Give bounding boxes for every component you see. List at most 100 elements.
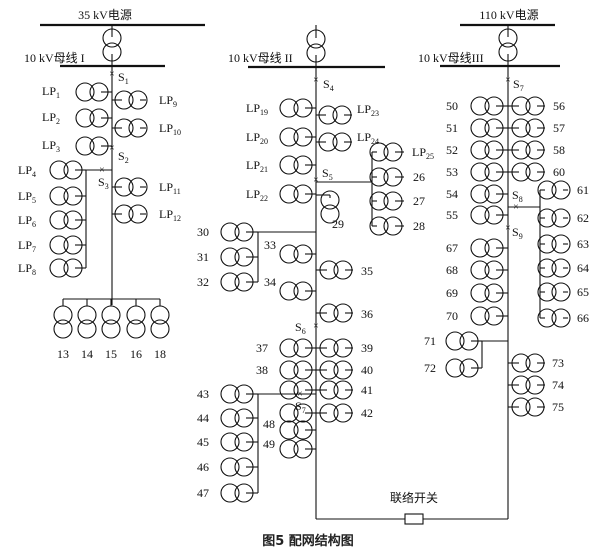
- switch-label: S1: [118, 70, 129, 86]
- switch-mark: ×: [505, 223, 511, 234]
- load-label: 70: [446, 309, 458, 323]
- switch-mark: ×: [505, 75, 511, 86]
- source-label: 110 kV电源: [479, 8, 538, 22]
- load-label: 39: [361, 341, 373, 355]
- load-label: 45: [197, 435, 209, 449]
- load-label: 30: [197, 225, 209, 239]
- load-label: 27: [413, 194, 425, 208]
- load-label: 72: [424, 361, 436, 375]
- load-label: 16: [130, 347, 142, 361]
- lp-label: LP1: [42, 84, 60, 100]
- load-label: 37: [256, 341, 268, 355]
- lp-label: LP6: [18, 213, 36, 229]
- symbols: [49, 28, 571, 525]
- transformer-symbol: [126, 305, 146, 339]
- load-label: 73: [552, 356, 564, 370]
- load-label: 56: [553, 99, 565, 113]
- load-label: 57: [553, 121, 565, 135]
- bus-label: 10 kV母线III: [418, 51, 484, 65]
- load-label: 60: [553, 165, 565, 179]
- load-label: 62: [577, 211, 589, 225]
- switch-label: S8: [512, 188, 523, 204]
- switch-label: S5: [322, 166, 333, 182]
- lp-label: LP10: [159, 121, 181, 137]
- lp-label: LP23: [357, 102, 379, 118]
- switch-mark: ×: [109, 143, 115, 154]
- switch-mark: ×: [313, 321, 319, 332]
- load-label: 51: [446, 121, 458, 135]
- switch-label: S9: [512, 225, 523, 241]
- lp-label: LP24: [357, 130, 379, 146]
- load-label: 63: [577, 237, 589, 251]
- source-label: 35 kV电源: [78, 8, 132, 22]
- bus-label: 10 kV母线 I: [24, 51, 85, 65]
- load-label: 71: [424, 334, 436, 348]
- lp-label: LP22: [246, 187, 268, 203]
- load-label: 48: [263, 417, 275, 431]
- load-label: 75: [552, 400, 564, 414]
- lp-label: LP20: [246, 130, 268, 146]
- switch-mark: ×: [313, 175, 319, 186]
- transformer-symbol: [101, 305, 121, 339]
- switch-mark: ×: [109, 69, 115, 80]
- load-label: 67: [446, 241, 458, 255]
- switch-mark: ×: [297, 389, 303, 400]
- switch-label: S2: [118, 149, 129, 165]
- bus-label: 10 kV母线 II: [228, 51, 293, 65]
- load-label: 32: [197, 275, 209, 289]
- load-label: 64: [577, 261, 589, 275]
- load-label: 36: [361, 307, 373, 321]
- load-label: 55: [446, 208, 458, 222]
- transformer-symbol: [77, 305, 97, 339]
- lp-label: LP19: [246, 101, 268, 117]
- load-label: 52: [446, 143, 458, 157]
- load-label: 31: [197, 250, 209, 264]
- transformer-symbol: [150, 305, 170, 339]
- load-label: 53: [446, 165, 458, 179]
- load-label: 74: [552, 378, 564, 392]
- load-label: 18: [154, 347, 166, 361]
- load-label: 33: [264, 238, 276, 252]
- switch-label: S7: [295, 399, 306, 415]
- switch-label: S7: [513, 77, 524, 93]
- load-label: 69: [446, 286, 458, 300]
- load-label: 68: [446, 263, 458, 277]
- wires: [40, 23, 568, 520]
- load-label: 46: [197, 460, 209, 474]
- load-label: 42: [361, 406, 373, 420]
- load-label: 58: [553, 143, 565, 157]
- load-label: 41: [361, 383, 373, 397]
- transformer-symbol: [53, 305, 73, 339]
- load-label: 28: [413, 219, 425, 233]
- tie-switch-label: 联络开关: [390, 490, 438, 505]
- switch-mark: ×: [313, 75, 319, 86]
- load-label: 40: [361, 363, 373, 377]
- switch-label: S3: [98, 175, 109, 191]
- switch-mark: ×: [99, 165, 105, 176]
- load-label: 34: [264, 275, 276, 289]
- lp-label: LP3: [42, 138, 60, 154]
- switch-label: S6: [295, 320, 306, 336]
- load-label: 35: [361, 264, 373, 278]
- load-label: 26: [413, 170, 425, 184]
- load-label: 29: [332, 217, 344, 231]
- load-label: 14: [81, 347, 93, 361]
- lp-label: LP4: [18, 163, 36, 179]
- load-label: 13: [57, 347, 69, 361]
- tie-switch-symbol: [404, 513, 424, 525]
- load-label: 38: [256, 363, 268, 377]
- load-label: 49: [263, 437, 275, 451]
- load-label: 43: [197, 387, 209, 401]
- figure-caption: 图5 配网结构图: [262, 534, 354, 549]
- load-label: 61: [577, 183, 589, 197]
- load-label: 44: [197, 411, 209, 425]
- lp-label: LP11: [159, 180, 181, 196]
- load-label: 66: [577, 311, 589, 325]
- load-label: 50: [446, 99, 458, 113]
- load-label: 65: [577, 285, 589, 299]
- switch-label: S4: [323, 77, 334, 93]
- load-label: 15: [105, 347, 117, 361]
- load-label: 54: [446, 187, 458, 201]
